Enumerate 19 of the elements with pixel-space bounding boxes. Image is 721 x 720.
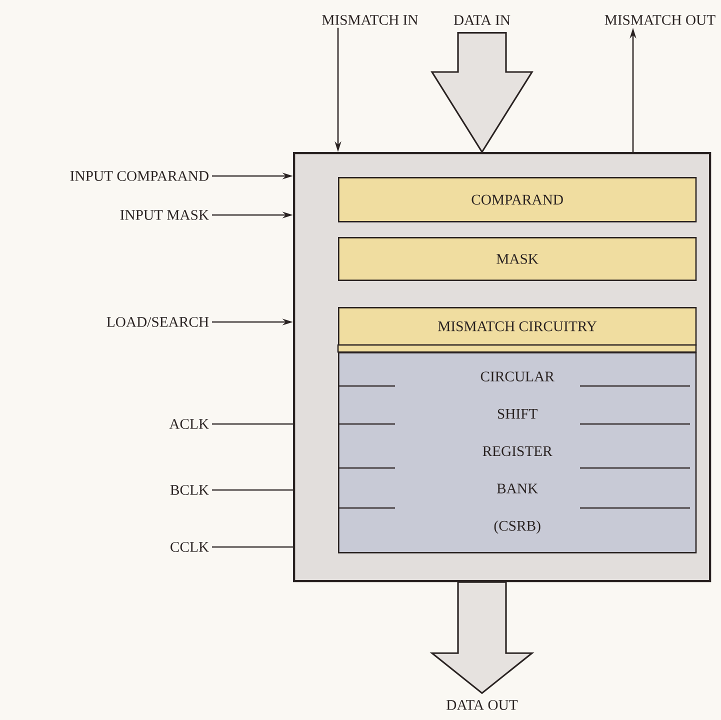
signal-label: DATA OUT (446, 700, 518, 710)
register-bank-box: CIRCULAR SHIFT REGISTER BANK (CSRB) (338, 352, 697, 554)
signal-label: LOAD/SEARCH (106, 317, 209, 327)
signal-label: ACLK (169, 419, 209, 429)
signal-line (212, 423, 293, 425)
signal-label: INPUT MASK (120, 210, 209, 220)
signal-line (212, 489, 293, 491)
register-box: MISMATCH CIRCUITRY (337, 307, 697, 353)
signal-label: MISMATCH OUT (604, 15, 716, 25)
signal-line (212, 546, 293, 548)
register-box: MASK (338, 237, 697, 281)
signal-label: CCLK (170, 542, 209, 552)
register-box: COMPARAND (338, 177, 697, 222)
data-arrow (430, 32, 534, 154)
data-arrow (430, 581, 534, 694)
signal-label: MISMATCH IN (322, 15, 418, 25)
signal-label: INPUT COMPARAND (70, 171, 208, 181)
signal-label: DATA IN (454, 15, 510, 25)
signal-label: BCLK (170, 485, 209, 495)
